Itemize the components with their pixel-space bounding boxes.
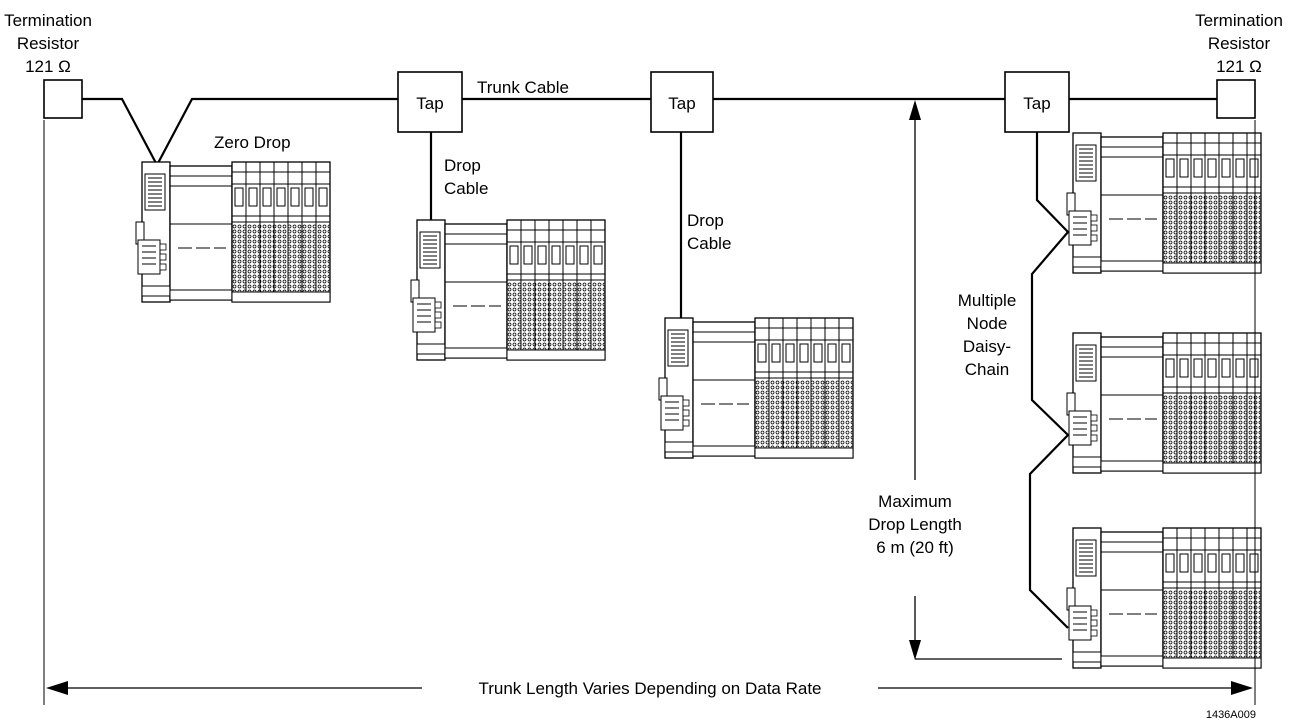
termination-left-line3: 121 Ω: [25, 57, 71, 76]
daisy-chain-label: Multiple Node Daisy- Chain: [958, 291, 1017, 379]
io-module-daisy-1: [1066, 132, 1262, 274]
io-module-drop-1: [410, 219, 606, 361]
tap-3-label: Tap: [1023, 94, 1050, 113]
daisy-chain-line3: Daisy-: [963, 337, 1011, 356]
tap-2: Tap: [650, 71, 714, 133]
max-drop-line2: Drop Length: [868, 515, 962, 534]
zero-drop-label: Zero Drop: [214, 133, 291, 152]
trunk-length-label: Trunk Length Varies Depending on Data Ra…: [478, 679, 821, 698]
max-drop-line1: Maximum: [878, 492, 952, 511]
drop-cable-2-label: Drop Cable: [687, 211, 731, 253]
tap-3: Tap: [1004, 71, 1070, 133]
io-module-daisy-3: [1066, 527, 1262, 669]
daisy-chain-line: [1028, 132, 1070, 629]
io-module-drop-2: [658, 317, 854, 459]
daisy-chain-line4: Chain: [965, 360, 1009, 379]
daisy-chain-line2: Node: [967, 314, 1008, 333]
trunk-length-dimension: [43, 120, 1256, 705]
io-module-zero-drop: [135, 161, 331, 303]
termination-left-line2: Resistor: [17, 34, 80, 53]
max-drop-line3: 6 m (20 ft): [876, 538, 953, 557]
termination-left-label: Termination Resistor 121 Ω: [4, 11, 92, 76]
drop-cable-2-line2: Cable: [687, 234, 731, 253]
termination-resistor-left: [43, 79, 83, 119]
trunk-cable-label: Trunk Cable: [477, 78, 569, 97]
max-drop-label: Maximum Drop Length 6 m (20 ft): [860, 482, 970, 592]
drop-cable-1-label: Drop Cable: [444, 156, 488, 198]
figure-id: 1436A009: [1206, 709, 1256, 721]
daisy-chain-line1: Multiple: [958, 291, 1017, 310]
termination-right-line1: Termination: [1195, 11, 1283, 30]
drop-cable-2-line1: Drop: [687, 211, 724, 230]
tap-2-label: Tap: [668, 94, 695, 113]
drop-cable-1-line2: Cable: [444, 179, 488, 198]
termination-right-line3: 121 Ω: [1216, 57, 1262, 76]
drop-cable-1-line1: Drop: [444, 156, 481, 175]
termination-resistor-right: [1216, 79, 1256, 119]
io-module-daisy-2: [1066, 332, 1262, 474]
max-drop-dimension: [909, 100, 1062, 660]
termination-right-label: Termination Resistor 121 Ω: [1195, 11, 1283, 76]
tap-1: Tap: [397, 71, 463, 133]
tap-1-label: Tap: [416, 94, 443, 113]
termination-right-line2: Resistor: [1208, 34, 1271, 53]
termination-left-line1: Termination: [4, 11, 92, 30]
